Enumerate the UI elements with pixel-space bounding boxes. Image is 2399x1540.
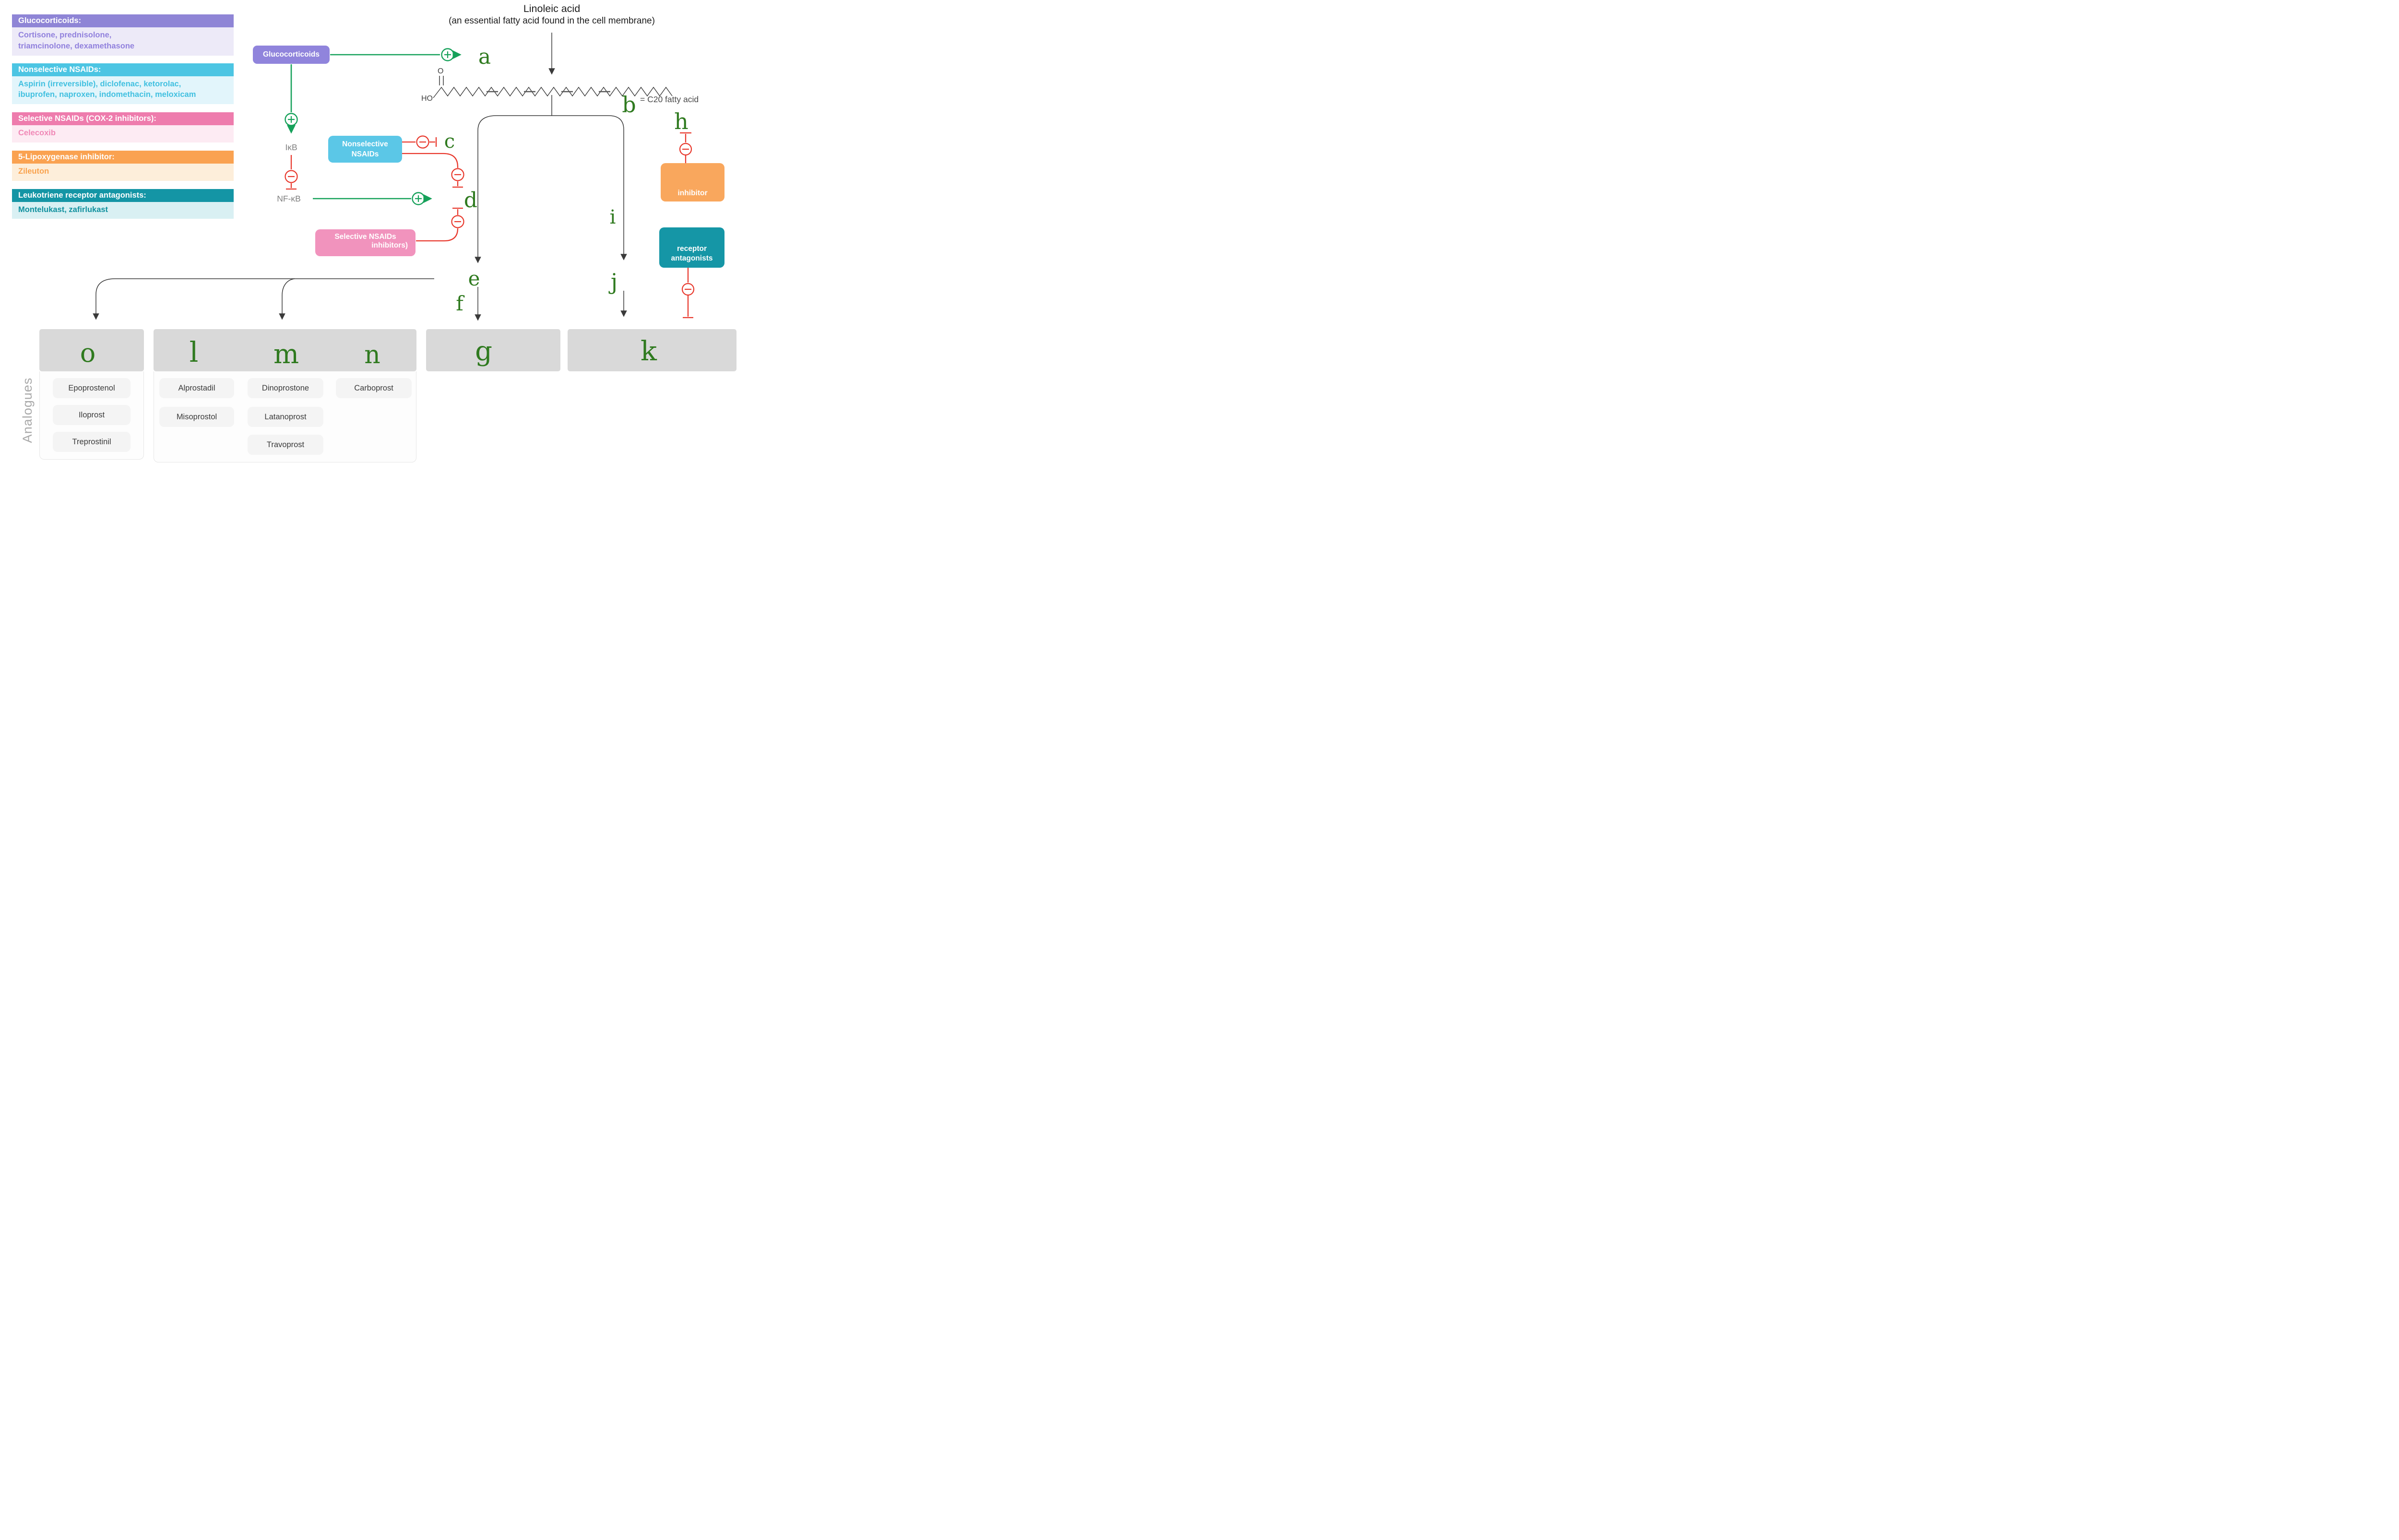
pill-treprostinil: Treprostinil xyxy=(53,432,131,452)
letter-j: j xyxy=(610,269,618,295)
legend-header-selective-nsaids: Selective NSAIDs (COX-2 inhibitors): xyxy=(12,112,234,126)
ikb-label: IκB xyxy=(285,142,297,152)
plus-sign-icon xyxy=(415,195,422,202)
legend-header-nonselective-nsaids: Nonselective NSAIDs: xyxy=(12,63,234,76)
legend-block-glucocorticoids: Glucocorticoids: Cortisone, prednisolone… xyxy=(12,14,234,56)
pill-latanoprost: Latanoprost xyxy=(248,407,323,427)
legend-block-lipoxygenase-inhibitor: 5-Lipoxygenase inhibitor: Zileuton xyxy=(12,150,234,181)
legend-header-leukotriene-antagonists: Leukotriene receptor antagonists: xyxy=(12,189,234,202)
legend-header-glucocorticoids: Glucocorticoids: xyxy=(12,14,234,27)
selective-d-line xyxy=(416,228,459,242)
pill-carboprost: Carboprost xyxy=(336,378,412,398)
lipoxygenase-inhibitor-box: inhibitor xyxy=(661,163,724,201)
legend-drugs-lipoxygenase-inhibitor: Zileuton xyxy=(12,163,234,181)
receptor-line1: receptor xyxy=(677,244,707,253)
pill-dinoprostone: Dinoprostone xyxy=(248,378,323,398)
d-upper-tbar xyxy=(452,181,463,188)
letter-a: a xyxy=(478,45,491,69)
hydroxyl-ho-label: HO xyxy=(421,95,433,103)
letter-l: l xyxy=(189,336,199,368)
selective-nsaids-line2: inhibitors) xyxy=(371,241,408,249)
legend-header-lipoxygenase-inhibitor: 5-Lipoxygenase inhibitor: xyxy=(12,150,234,164)
analogues-left-arrow xyxy=(93,278,434,320)
letter-m: m xyxy=(273,339,299,370)
letter-b: b xyxy=(622,92,636,118)
legend-block-selective-nsaids: Selective NSAIDs (COX-2 inhibitors): Cel… xyxy=(12,112,234,142)
analogues-side-label: Analogues xyxy=(20,377,35,443)
plus-sign-icon xyxy=(444,51,451,58)
letter-n: n xyxy=(364,341,380,369)
nonselective-nsaids-line1: Nonselective xyxy=(342,140,388,148)
nfkb-label: NF-κB xyxy=(277,194,301,203)
linoleic-acid-subtitle: (an essential fatty acid found in the ce… xyxy=(449,16,655,26)
letter-o: o xyxy=(80,338,96,368)
analogues-mid-arrow xyxy=(279,278,295,320)
activation-arrows xyxy=(285,48,462,205)
pill-travoprost: Travoprost xyxy=(248,435,323,455)
pill-misoprostol: Misoprostol xyxy=(159,407,234,427)
legend-drugs-glucocorticoids: Cortisone, prednisolone, triamcinolone, … xyxy=(12,27,234,56)
legend-block-nonselective-nsaids: Nonselective NSAIDs: Aspirin (irreversib… xyxy=(12,63,234,105)
diagram-lines xyxy=(93,33,695,321)
carbonyl-o-label: O xyxy=(438,67,444,75)
letter-g: g xyxy=(475,336,492,367)
pill-alprostadil: Alprostadil xyxy=(159,378,234,398)
letter-c: c xyxy=(444,130,455,153)
letter-k: k xyxy=(641,336,657,367)
c-inhibit-tbar xyxy=(429,137,437,147)
legend-drugs-selective-nsaids: Celecoxib xyxy=(12,125,234,142)
receptor-antagonists-box: receptor antagonists xyxy=(659,227,724,268)
pill-iloprost: Iloprost xyxy=(53,405,131,425)
h-tbar xyxy=(680,132,691,142)
c20-fatty-acid-note: = C20 fatty acid xyxy=(640,95,699,104)
legend-drugs-nonselective-nsaids: Aspirin (irreversible), diclofenac, keto… xyxy=(12,76,234,105)
letter-d: d xyxy=(463,188,478,213)
branch-left-arrow xyxy=(475,115,497,263)
letter-h: h xyxy=(674,108,689,134)
plus-sign-icon xyxy=(288,116,295,123)
drug-class-legend: Glucocorticoids: Cortisone, prednisolone… xyxy=(12,14,234,227)
d-lower-tbar xyxy=(452,207,463,215)
group-header-lmn xyxy=(154,329,416,371)
letter-f: f xyxy=(456,292,463,315)
nfkb-inhibit-tbar xyxy=(286,183,297,190)
selective-nsaids-box: Selective NSAIDs inhibitors) xyxy=(315,229,416,256)
black-flow-lines xyxy=(93,33,673,321)
nonselective-nsaids-line2: NSAIDs xyxy=(351,150,379,158)
selective-nsaids-line1: Selective NSAIDs xyxy=(334,233,396,241)
pill-epoprostenol: Epoprostenol xyxy=(53,378,131,398)
linoleic-acid-title: Linoleic acid xyxy=(523,3,581,14)
legend-block-leukotriene-antagonists: Leukotriene receptor antagonists: Montel… xyxy=(12,189,234,219)
group-box-k xyxy=(568,329,736,371)
fatty-acid-skeleton xyxy=(433,86,673,98)
pathway-diagram: Glucocorticoids: Cortisone, prednisolone… xyxy=(0,0,742,466)
k-inhibit-tbar xyxy=(683,295,693,319)
group-header-o xyxy=(39,329,144,371)
carboxyl-double-bond xyxy=(439,76,444,85)
nsaid-d-line xyxy=(402,153,459,168)
branch-right-arrow xyxy=(497,115,627,261)
nonselective-nsaids-box: Nonselective NSAIDs xyxy=(328,136,402,163)
group-box-g xyxy=(426,329,560,371)
inhibition-lines xyxy=(285,132,695,319)
receptor-line2: antagonists xyxy=(671,254,713,262)
glucocorticoids-box: Glucocorticoids xyxy=(253,46,330,64)
letter-e: e xyxy=(468,267,480,290)
legend-drugs-leukotriene-antagonists: Montelukast, zafirlukast xyxy=(12,201,234,219)
letter-i: i xyxy=(609,206,616,228)
inhibitor-box-label: inhibitor xyxy=(677,189,708,197)
